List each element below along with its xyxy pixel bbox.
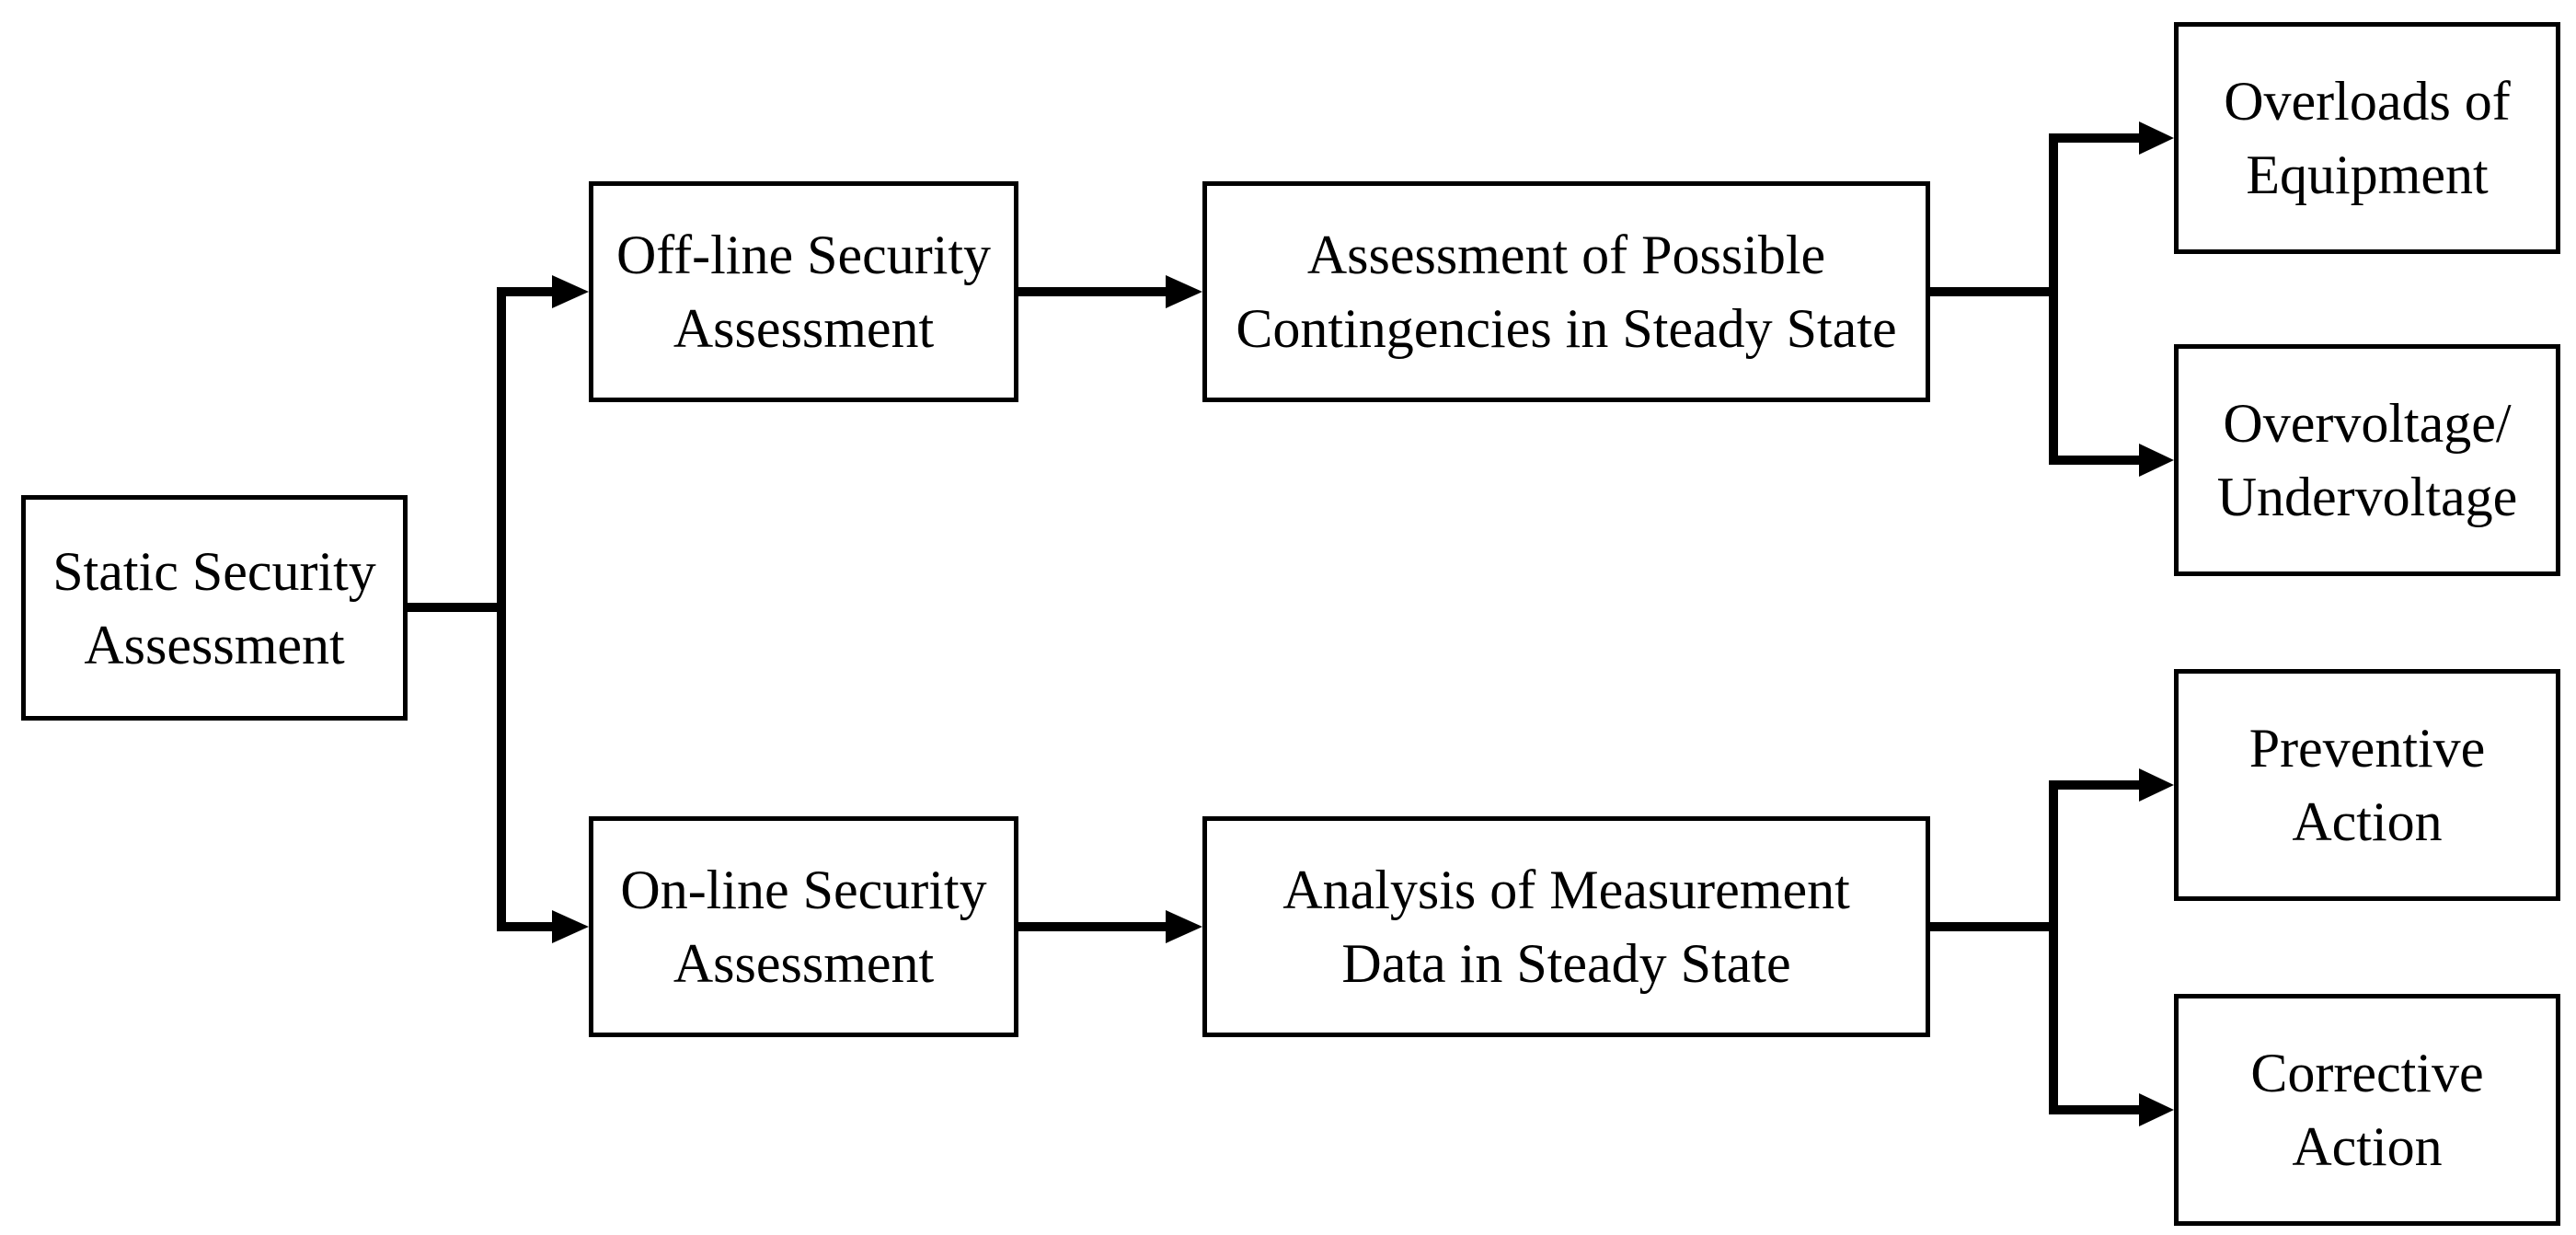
connector-online-to-measurement [1018, 910, 1202, 943]
node-corrective-action: Corrective Action [2174, 994, 2560, 1226]
arrowhead-to-online [552, 910, 589, 943]
node-label-line: Contingencies in Steady State [1236, 298, 1897, 359]
connector-contingencies-branch [1930, 121, 2174, 477]
arrowhead-to-contingencies [1166, 275, 1202, 308]
node-label-line: On-line Security [620, 860, 987, 920]
node-label-line: Action [2292, 1116, 2443, 1177]
connector-offline-to-contingencies [1018, 275, 1202, 308]
node-label-line: Analysis of Measurement [1282, 860, 1850, 920]
node-label-line: Corrective [2250, 1043, 2484, 1103]
arrowhead-to-overvoltage [2139, 444, 2174, 477]
node-label-line: Assessment [673, 933, 935, 994]
node-label-line: Overloads of [2224, 71, 2511, 132]
node-online-security-assessment: On-line Security Assessment [589, 816, 1018, 1037]
node-offline-security-assessment: Off-line Security Assessment [589, 181, 1018, 402]
arrowhead-to-preventive [2139, 768, 2174, 802]
arrowhead-to-measurement [1166, 910, 1202, 943]
node-label-line: Action [2292, 791, 2443, 852]
node-label-line: Undervoltage [2216, 467, 2518, 527]
arrowhead-to-overloads [2139, 121, 2174, 155]
node-label-line: Static Security [52, 540, 376, 602]
node-label-line: Assessment of Possible [1306, 225, 1826, 285]
node-static-security-assessment: Static Security Assessment [21, 495, 408, 721]
connector-measurement-branch [1930, 768, 2174, 1126]
node-preventive-action: Preventive Action [2174, 669, 2560, 901]
node-label-line: Assessment [673, 298, 935, 359]
arrowhead-to-corrective [2139, 1093, 2174, 1126]
connector-static-branch [408, 275, 589, 943]
node-label-line: Equipment [2246, 144, 2489, 205]
node-label-line: Assessment [84, 614, 345, 675]
node-label-line: Data in Steady State [1341, 933, 1791, 994]
node-overloads-of-equipment: Overloads of Equipment [2174, 22, 2560, 254]
node-label-line: Preventive [2248, 718, 2486, 779]
node-label-line: Overvoltage/ [2223, 393, 2512, 454]
arrowhead-to-offline [552, 275, 589, 308]
node-label-line: Off-line Security [615, 225, 992, 285]
node-assessment-possible-contingencies: Assessment of Possible Contingencies in … [1202, 181, 1930, 402]
node-analysis-measurement-data: Analysis of Measurement Data in Steady S… [1202, 816, 1930, 1037]
node-overvoltage-undervoltage: Overvoltage/ Undervoltage [2174, 344, 2560, 576]
